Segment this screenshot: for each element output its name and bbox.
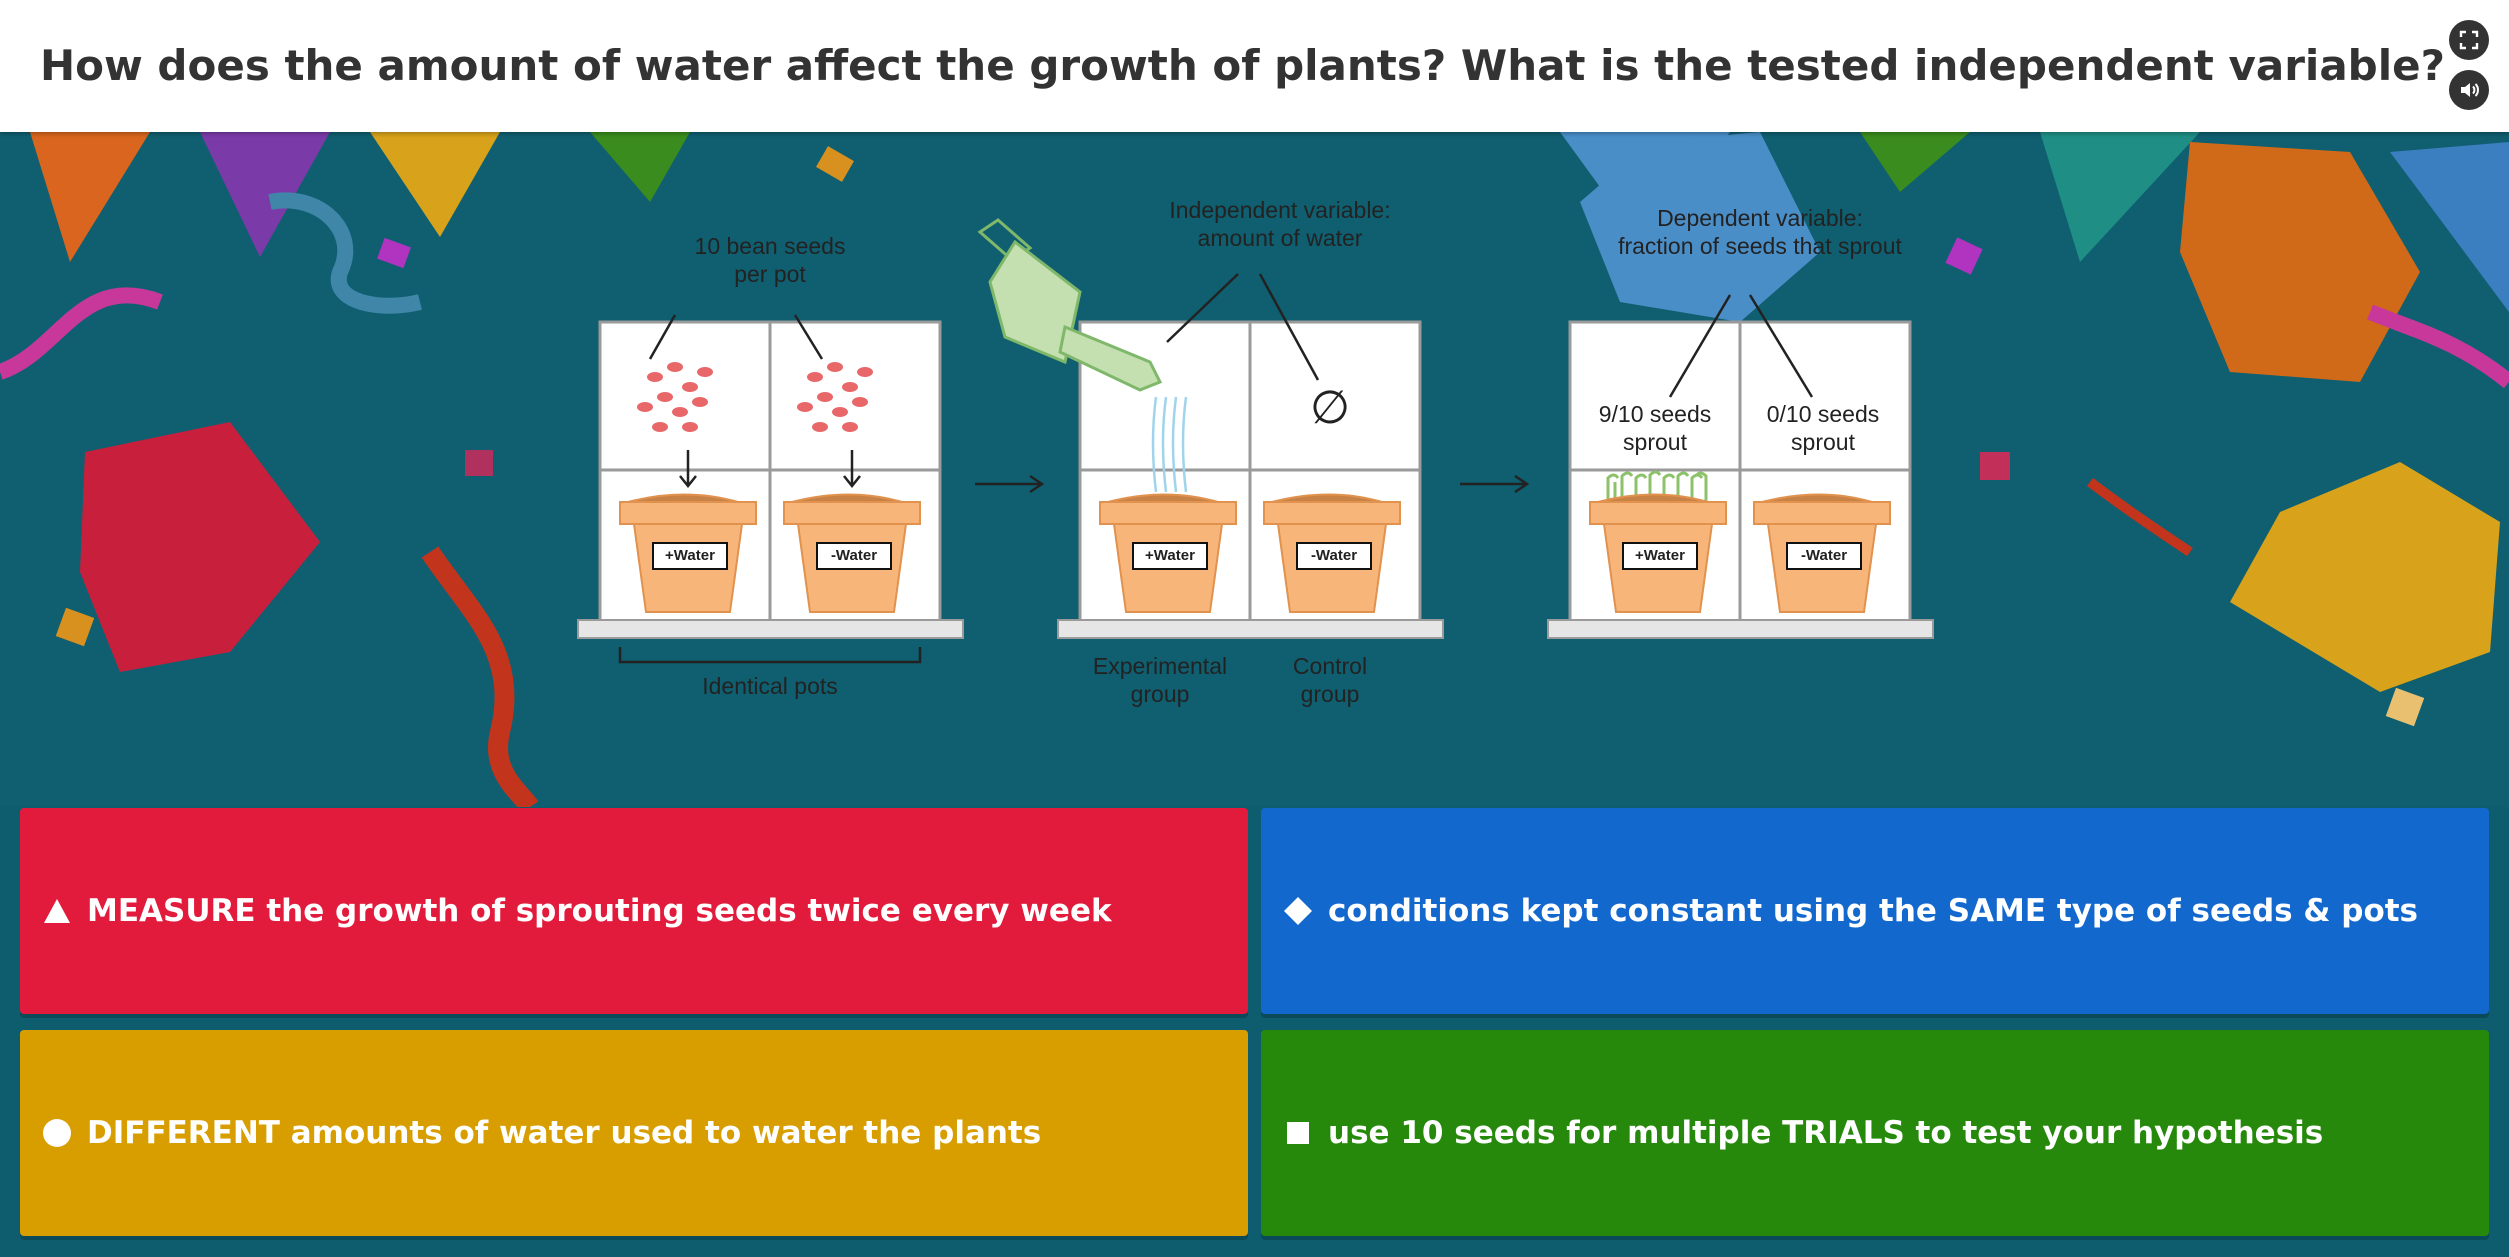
independent-variable-label: Independent variable: amount of water — [1169, 197, 1391, 251]
control-result-label: 0/10 seeds sprout — [1766, 401, 1880, 455]
answer-text: DIFFERENT amounts of water used to water… — [87, 1115, 1042, 1151]
question-header: How does the amount of water affect the … — [0, 0, 2509, 132]
answer-option-circle[interactable]: DIFFERENT amounts of water used to water… — [20, 1030, 1248, 1236]
pot-label: +Water — [1132, 542, 1208, 570]
pot-label: -Water — [1786, 542, 1862, 570]
question-title: How does the amount of water affect the … — [40, 41, 2445, 90]
speaker-icon — [2461, 83, 2479, 97]
experiment-diagram: +Water -Water +Water -Water +Water -Wate… — [560, 197, 1960, 762]
answer-option-triangle[interactable]: MEASURE the growth of sprouting seeds tw… — [20, 808, 1248, 1014]
identical-pots-label: Identical pots — [702, 673, 838, 699]
fullscreen-button[interactable] — [2449, 20, 2489, 60]
answer-text: conditions kept constant using the SAME … — [1328, 893, 2419, 929]
fullscreen-icon — [2459, 30, 2479, 50]
answer-option-diamond[interactable]: conditions kept constant using the SAME … — [1261, 808, 2489, 1014]
question-media-stage: +Water -Water +Water -Water +Water -Wate… — [0, 132, 2509, 807]
pot-label: +Water — [1622, 542, 1698, 570]
control-group-label: Control group — [1292, 653, 1368, 707]
pot-label: -Water — [1296, 542, 1372, 570]
answer-grid: MEASURE the growth of sprouting seeds tw… — [20, 808, 2489, 1240]
experimental-result-label: 9/10 seeds sprout — [1598, 401, 1712, 455]
experimental-group-label: Experimental group — [1092, 653, 1228, 707]
triangle-icon — [44, 899, 70, 923]
answer-text: use 10 seeds for multiple TRIALS to test… — [1328, 1115, 2324, 1151]
party-background — [0, 132, 2509, 807]
seeds-label: 10 bean seeds per pot — [650, 233, 890, 428]
answer-option-square[interactable]: use 10 seeds for multiple TRIALS to test… — [1261, 1030, 2489, 1236]
answer-text: MEASURE the growth of sprouting seeds tw… — [87, 893, 1112, 929]
circle-icon — [43, 1119, 71, 1147]
dependent-variable-label: Dependent variable: fraction of seeds th… — [1618, 205, 1902, 259]
pot-label: +Water — [652, 542, 728, 570]
square-icon — [1287, 1122, 1309, 1144]
empty-set-symbol: ∅ — [1309, 381, 1351, 433]
seeds-label-text: 10 bean seeds per pot — [694, 233, 846, 287]
pot-label: -Water — [816, 542, 892, 570]
diamond-icon — [1284, 897, 1312, 925]
sound-button[interactable] — [2449, 70, 2489, 110]
